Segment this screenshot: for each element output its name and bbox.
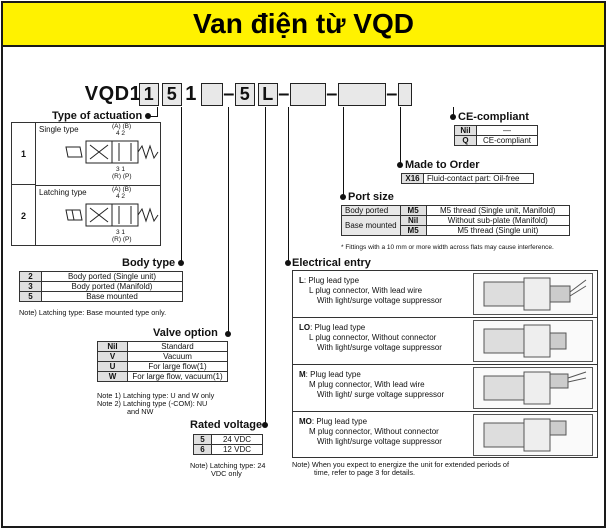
valve-option-heading: Valve option	[153, 327, 218, 339]
table-row: Nil—	[454, 125, 538, 136]
list-item: LO: Plug lead type L plug connector, Wit…	[293, 318, 597, 365]
leader-dot	[145, 113, 151, 119]
code-valve-option	[201, 82, 223, 106]
port-size-heading: Port size	[348, 191, 394, 203]
code-ce	[398, 82, 412, 106]
port-label: (R) (P)	[112, 173, 132, 180]
port-label: 3 1	[116, 229, 126, 236]
made-to-order-heading: Made to Order	[405, 159, 480, 171]
leader-line	[148, 116, 158, 117]
actuation-num: 1	[12, 123, 36, 185]
code-body-type: 5	[162, 82, 182, 106]
actuation-name: Single type	[39, 125, 79, 134]
actuation-name: Latching type	[39, 188, 87, 197]
page-title: Van điện từ VQD	[1, 1, 606, 47]
valve-connector-image	[473, 320, 593, 362]
rated-voltage-heading: Rated voltage	[190, 419, 263, 431]
divider	[36, 185, 161, 186]
electrical-entry-heading: Electrical entry	[292, 257, 371, 269]
electrical-entry-note: Note) When you expect to energize the un…	[292, 460, 510, 469]
body-type-heading: Body type	[122, 257, 176, 269]
code-dash: –	[326, 82, 338, 105]
code-electrical: L	[258, 82, 278, 106]
code-dash: –	[386, 82, 398, 105]
code-voltage: 5	[235, 82, 255, 106]
code-prefix: VQD1	[84, 82, 142, 105]
leader-line	[288, 107, 289, 263]
valve-option-note: Note 2) Latching type (-COM): NU	[97, 399, 208, 408]
rated-voltage-note: VDC only	[211, 469, 242, 478]
valve-option-note: Note 1) Latching type: U and W only	[97, 391, 215, 400]
list-item: L: Plug lead type L plug connector, With…	[293, 271, 597, 318]
actuation-heading: Type of actuation	[52, 110, 143, 122]
leader-dot	[262, 422, 268, 428]
model-code: VQD1 1 5 1 – 5 L – – –	[84, 82, 412, 106]
actuation-panel: 1 Single type (A) (B) 4 2 3 1 (R) (P) 2 …	[11, 122, 161, 246]
leader-dot	[340, 194, 346, 200]
leader-dot	[178, 260, 184, 266]
leader-dot	[285, 260, 291, 266]
port-size-note: * Fittings with a 10 mm or more width ac…	[341, 244, 554, 251]
leader-line	[228, 107, 229, 334]
valve-option-note: and NW	[127, 407, 154, 416]
leader-line	[181, 107, 182, 263]
rated-voltage-note: Note) Latching type: 24	[190, 461, 266, 470]
code-fixed: 1	[185, 82, 197, 105]
valve-symbol-icon	[65, 140, 159, 164]
valve-connector-image	[473, 367, 593, 409]
electrical-entry-panel: L: Plug lead type L plug connector, With…	[292, 270, 598, 458]
actuation-num: 2	[12, 185, 36, 246]
list-item: M: Plug lead type M plug connector, With…	[293, 365, 597, 412]
electrical-entry-note: time, refer to page 3 for details.	[314, 468, 415, 477]
leader-dot	[450, 114, 456, 120]
code-dash: –	[223, 82, 235, 105]
port-label: (A) (B)	[112, 123, 132, 130]
valve-symbol-icon	[65, 203, 159, 227]
leader-dot	[225, 331, 231, 337]
leader-line	[265, 107, 266, 425]
port-label: 4 2	[116, 130, 126, 137]
list-item: MO: Plug lead type M plug connector, Wit…	[293, 412, 597, 458]
port-label: (A) (B)	[112, 186, 132, 193]
code-dash: –	[278, 82, 290, 105]
leader-dot	[397, 162, 403, 168]
leader-line	[343, 107, 344, 197]
valve-connector-image	[473, 414, 593, 456]
body-type-note: Note) Latching type: Base mounted type o…	[19, 308, 167, 317]
leader-line	[453, 107, 454, 117]
code-port-size	[290, 82, 326, 106]
leader-line	[157, 107, 158, 117]
leader-line	[400, 107, 401, 165]
port-label: 4 2	[116, 193, 126, 200]
ce-heading: CE-compliant	[458, 111, 529, 123]
valve-connector-image	[473, 273, 593, 315]
port-label: 3 1	[116, 166, 126, 173]
port-label: (R) (P)	[112, 236, 132, 243]
code-made-to-order	[338, 82, 386, 106]
code-actuation: 1	[139, 82, 159, 106]
